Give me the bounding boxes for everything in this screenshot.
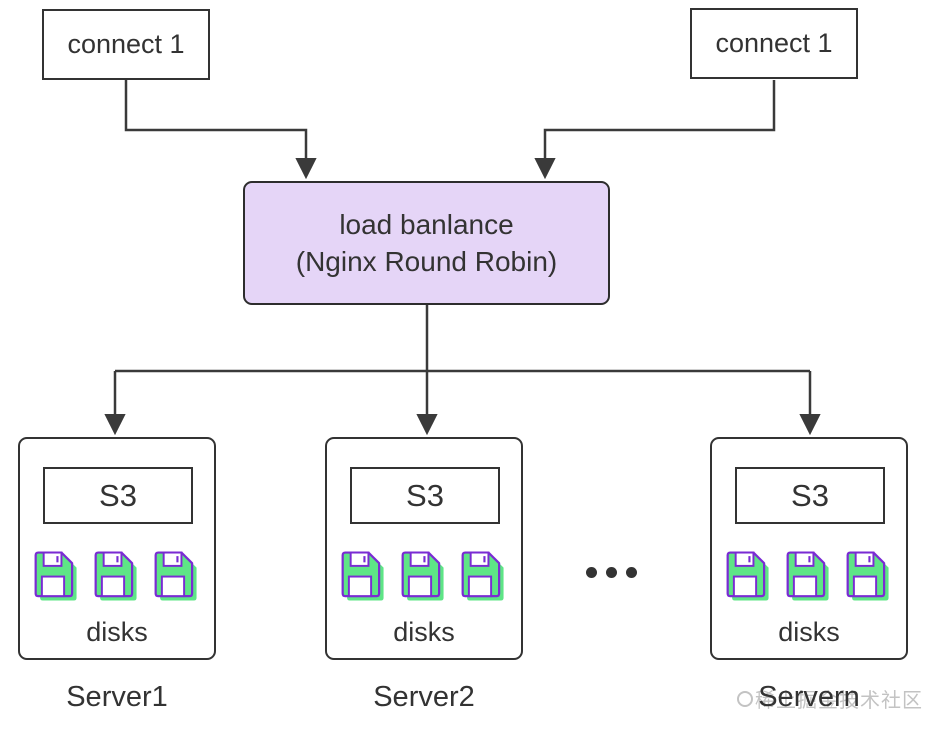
server1-storage-label: S3 bbox=[99, 477, 137, 513]
server1-disks-label: disks bbox=[86, 617, 148, 647]
client-node-1: connect 1 bbox=[42, 9, 210, 80]
server2-storage-label: S3 bbox=[406, 477, 444, 513]
ellipsis-dot bbox=[606, 567, 617, 578]
server2-disks-label: disks bbox=[393, 617, 455, 647]
floppy-disk-icon bbox=[726, 551, 769, 601]
floppy-disk-icon bbox=[94, 551, 137, 601]
server-node-2: S3 d bbox=[325, 437, 523, 660]
floppy-disk-icon bbox=[461, 551, 504, 601]
load-balancer-title: load banlance bbox=[339, 209, 514, 240]
servern-disk-row bbox=[712, 549, 906, 605]
server-node-n: S3 d bbox=[710, 437, 908, 660]
floppy-disk-icon bbox=[154, 551, 197, 601]
ellipsis-dot bbox=[626, 567, 637, 578]
client-node-2-label: connect 1 bbox=[715, 28, 833, 58]
load-balancer-node: load banlance (Nginx Round Robin) bbox=[243, 181, 610, 305]
ellipsis-dot bbox=[586, 567, 597, 578]
floppy-disk-icon bbox=[786, 551, 829, 601]
client2-to-lb-arrow bbox=[534, 80, 776, 180]
watermark: 稀土掘金技术社区 bbox=[737, 684, 923, 713]
server-node-1: S3 d bbox=[18, 437, 216, 660]
server2-disk-row bbox=[327, 549, 521, 605]
floppy-disk-icon bbox=[846, 551, 889, 601]
server2-storage-box: S3 bbox=[350, 467, 500, 524]
servern-storage-label: S3 bbox=[791, 477, 829, 513]
server1-storage-box: S3 bbox=[43, 467, 193, 524]
server2-name-label: Server2 bbox=[373, 681, 475, 713]
watermark-text: 稀土掘金技术社区 bbox=[755, 690, 923, 712]
client1-to-lb-arrow bbox=[124, 80, 317, 180]
client-node-2: connect 1 bbox=[690, 8, 858, 79]
client-node-1-label: connect 1 bbox=[67, 29, 185, 59]
floppy-disk-icon bbox=[341, 551, 384, 601]
servern-name-label: Servern bbox=[758, 681, 860, 713]
floppy-disk-icon bbox=[401, 551, 444, 601]
watermark-logo-icon bbox=[737, 690, 753, 707]
load-balancer-subtitle: (Nginx Round Robin) bbox=[295, 246, 558, 277]
servern-disks-label: disks bbox=[778, 617, 840, 647]
server1-name-label: Server1 bbox=[66, 681, 168, 713]
server1-disk-row bbox=[20, 549, 214, 605]
floppy-disk-icon bbox=[34, 551, 77, 601]
ellipsis-dots bbox=[586, 567, 637, 578]
servern-storage-box: S3 bbox=[735, 467, 885, 524]
